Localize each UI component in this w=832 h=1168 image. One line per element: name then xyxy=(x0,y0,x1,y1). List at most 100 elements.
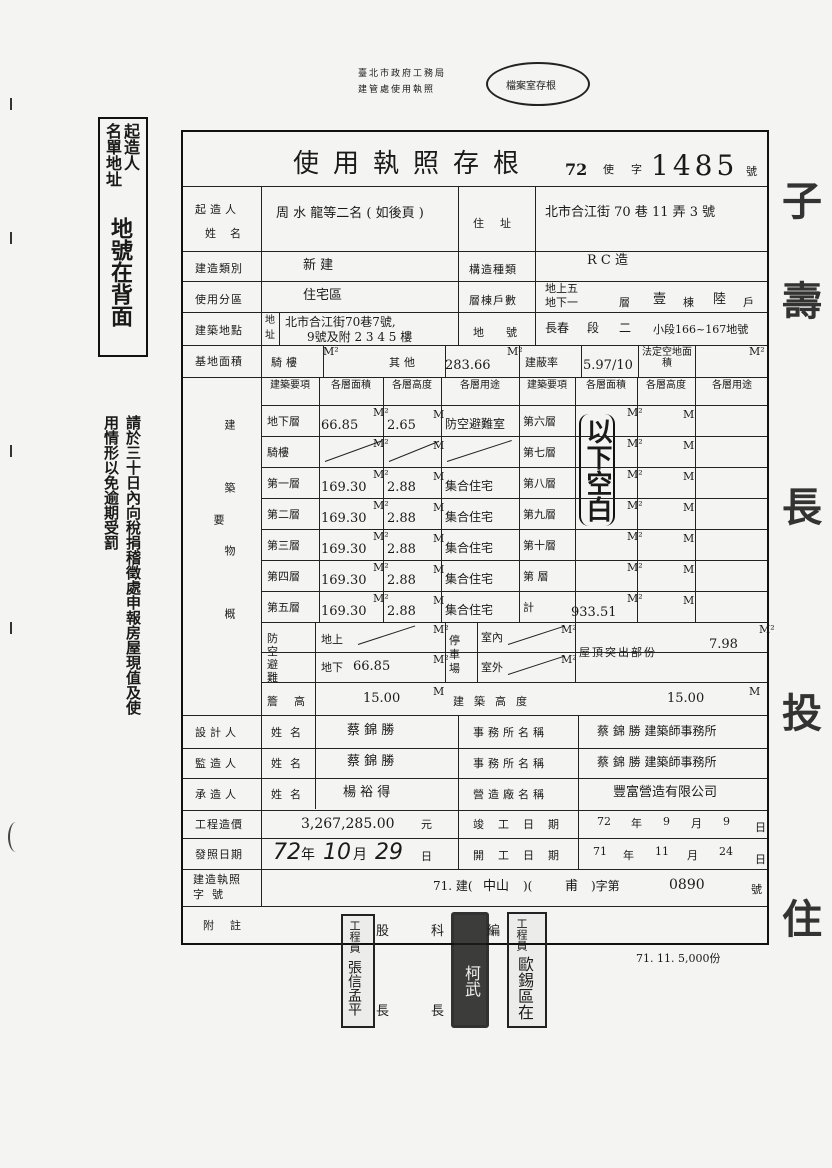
m-unit: M xyxy=(683,532,695,545)
outline-item: 第一層 xyxy=(267,477,300,490)
nian-char: 年 xyxy=(301,847,315,863)
outline-area: 66.85 xyxy=(321,418,359,433)
ceng-char: 層 xyxy=(619,296,630,309)
outline-header-item: 建築要項 xyxy=(527,380,567,391)
parking-label: 停車場 xyxy=(449,634,460,675)
lot-duan: 段 xyxy=(587,321,600,335)
nian-char: 年 xyxy=(623,849,634,862)
m-unit: M xyxy=(433,439,445,452)
m-unit: M xyxy=(683,439,695,452)
yue-char: 月 xyxy=(687,849,698,862)
start-date-label: 開工日期 xyxy=(473,849,573,862)
below-label: 地下 xyxy=(321,661,343,674)
m-unit: M xyxy=(433,408,445,421)
lot-subsection: 二 xyxy=(619,321,632,335)
site-area-label: 基地面積 xyxy=(195,355,243,368)
permit-number: 1485 xyxy=(651,149,739,182)
outline-area: 169.30 xyxy=(321,480,367,495)
floors-above: 地上五 xyxy=(545,282,578,295)
print-code: 71. 11. 5,000份 xyxy=(636,952,721,965)
permit-type: 甫 xyxy=(565,879,579,894)
outline-height: 2.88 xyxy=(387,480,416,495)
outline-use: 集合住宅 xyxy=(445,603,494,617)
engineer-stamp-1-title: 工程員 xyxy=(348,920,361,953)
zi-char: 字 xyxy=(631,163,642,176)
zhang-char: 長 xyxy=(376,1004,390,1019)
site-address1: 北市合江街70巷7號, xyxy=(285,315,396,329)
m-unit: M xyxy=(683,501,695,514)
tax-notice: 請於三十日內向稅捐稽徵處申報房屋現值及使用情形以免逾期受罰 xyxy=(102,415,142,715)
site-label: 建築地點 xyxy=(195,324,243,337)
eave-value: 15.00 xyxy=(363,691,401,706)
cost-value: 3,267,285.00 xyxy=(301,816,395,832)
supervisor-office: 蔡 錦 勝 建築師事務所 xyxy=(597,755,717,769)
outline-item: 第三層 xyxy=(267,539,300,552)
m-unit: M xyxy=(683,594,695,607)
outline-item: 地下層 xyxy=(267,415,300,428)
right-margin-handwriting: 子壽 長 投 住 xyxy=(775,180,821,998)
outline-item: 第四層 xyxy=(267,570,300,583)
outline-area: 169.30 xyxy=(321,511,367,526)
bian-char: 編 xyxy=(487,924,501,939)
other-label: 其他 xyxy=(389,356,419,369)
outline-header-height: 各層高度 xyxy=(392,380,432,391)
outline-area: 169.30 xyxy=(321,604,367,619)
lot-section: 長春 xyxy=(545,321,570,335)
roof-value: 7.98 xyxy=(709,637,738,652)
outline-right-item: 第十層 xyxy=(523,539,556,552)
yue-char: 月 xyxy=(353,847,367,863)
owner-label: 起造人 xyxy=(195,203,240,216)
outline-right-item: 計 xyxy=(523,601,534,614)
start-year: 71 xyxy=(593,845,607,858)
issue-year: 72 xyxy=(273,840,301,865)
engineer-stamp-2-name: 歐錫區在 xyxy=(515,956,534,1020)
m2-unit: M² xyxy=(627,406,643,419)
contractor-company-label: 營造廠名稱 xyxy=(473,788,548,801)
outline-header-use: 各層用途 xyxy=(712,380,752,391)
m2-unit: M² xyxy=(373,499,389,512)
lot-label: 地號 xyxy=(473,326,539,339)
m2-unit: M² xyxy=(627,468,643,481)
outline-header-area: 各層面積 xyxy=(331,380,371,391)
site-address2: 9號及附 2 3 4 5 樓 xyxy=(307,330,413,344)
m-unit: M xyxy=(433,532,445,545)
other-area: 283.66 xyxy=(445,358,491,373)
outline-area: 169.30 xyxy=(321,542,367,557)
ri-char: 日 xyxy=(421,850,432,863)
outline-height: 2.65 xyxy=(387,418,416,433)
chief-seal-name: 柯武 xyxy=(462,965,481,997)
site-sub1: 地 xyxy=(265,315,275,326)
dong-char: 棟 xyxy=(683,296,694,309)
supervisor-name: 蔡 錦 勝 xyxy=(347,754,395,769)
m-unit: M xyxy=(433,563,445,576)
outline-height: 2.88 xyxy=(387,511,416,526)
building-height-value: 15.00 xyxy=(667,691,705,706)
owner-address: 北市合江街 70 巷 11 弄 3 號 xyxy=(545,205,716,220)
coverage-value: 5.97/10 xyxy=(583,358,633,373)
permit-number-value: 0890 xyxy=(669,877,705,893)
outline-right-item: 第七層 xyxy=(523,446,556,459)
site-sub2: 址 xyxy=(265,330,275,341)
m-unit: M xyxy=(683,408,695,421)
m2-unit: M² xyxy=(373,530,389,543)
permit-hao: 號 xyxy=(751,883,762,896)
outline-right-item: 第 層 xyxy=(523,570,549,583)
issue-month: 10 xyxy=(323,840,351,865)
top-round-stamp: 檔案室存根 xyxy=(486,62,590,106)
outdoor-label: 室外 xyxy=(481,661,503,674)
floors-label: 層棟戶數 xyxy=(469,294,517,307)
m2-unit: M² xyxy=(507,345,523,358)
outline-item: 第二層 xyxy=(267,508,300,521)
owner-list-label-line2: 名單地址 xyxy=(103,123,122,187)
contractor-company: 豐富營造有限公司 xyxy=(613,785,718,800)
outline-area: 169.30 xyxy=(321,573,367,588)
completion-day: 9 xyxy=(723,815,730,828)
permit-district: 中山 xyxy=(483,879,510,894)
shelter-below-area: 66.85 xyxy=(353,659,391,674)
hu-char: 戶 xyxy=(743,296,754,309)
m-unit: M xyxy=(433,594,445,607)
outline-height: 2.88 xyxy=(387,542,416,557)
unit-count: 陸 xyxy=(713,292,727,307)
handwritten-below-blank: 以下空白 xyxy=(579,414,615,526)
scan-mark xyxy=(8,822,24,852)
